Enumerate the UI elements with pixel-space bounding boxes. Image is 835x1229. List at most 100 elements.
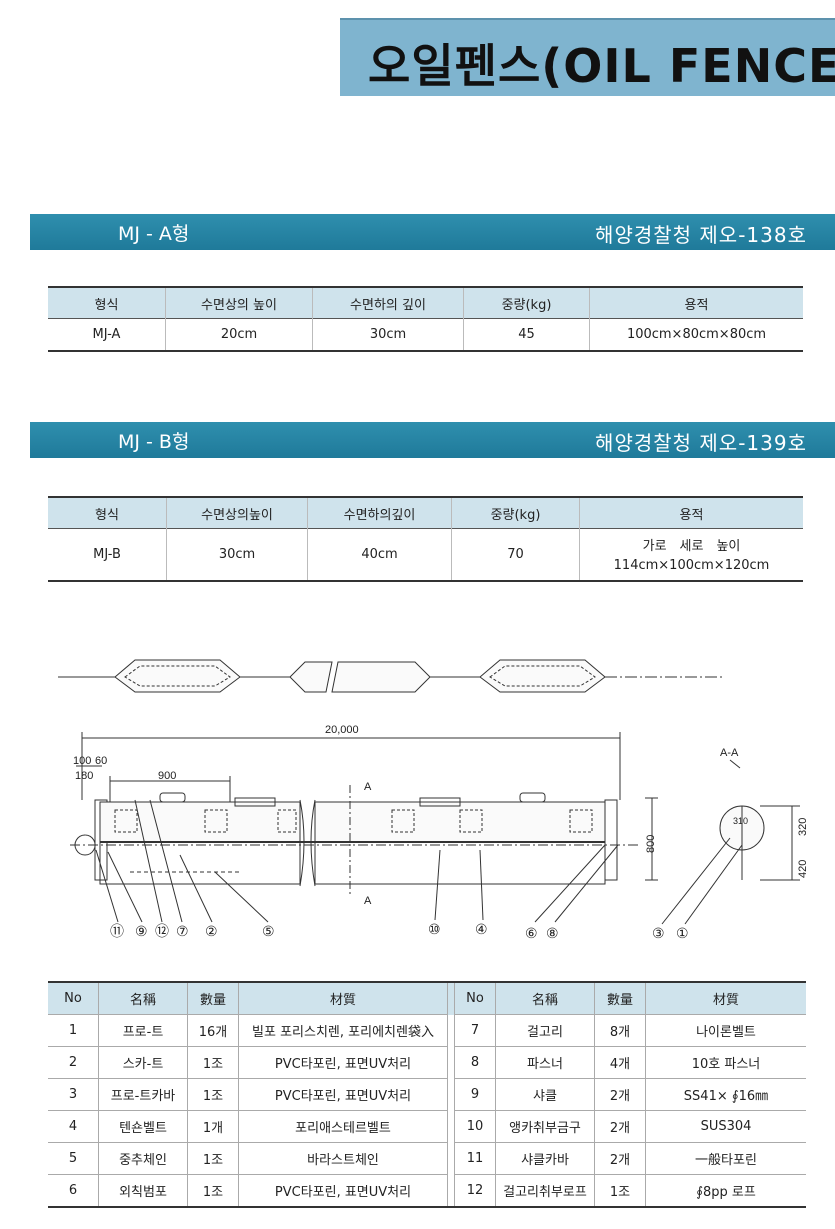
- cell: 걸고리취부로프: [495, 1174, 595, 1208]
- title-banner: 오일펜스(OIL FENCE): [340, 18, 835, 96]
- dim-100-label: 100: [73, 755, 91, 767]
- column-gap: [447, 981, 455, 1015]
- volume-line-2: 114cm×100cm×120cm: [613, 558, 770, 574]
- cell: ∮8pp 로프: [645, 1174, 806, 1208]
- parts-table: No 名稱 數量 材質 No 名稱 數量 材質 1 프로-트 16개 빌포 포리…: [48, 981, 806, 1208]
- cell: 바라스트체인: [238, 1142, 448, 1175]
- cell: 1조: [594, 1174, 646, 1208]
- header-cell: 名稱: [98, 981, 188, 1015]
- callout-3: ③: [652, 925, 665, 940]
- callout-11: ⑪: [110, 923, 124, 939]
- header-cell: 수면상의높이: [166, 497, 308, 529]
- cell: PVC타포린, 표면UV처리: [238, 1174, 448, 1208]
- cell: 2개: [594, 1078, 646, 1111]
- dim-60-label: 60: [95, 755, 107, 767]
- cell: 20cm: [165, 318, 313, 351]
- type-b-label: MJ - B형: [118, 431, 190, 453]
- header-cell: No: [454, 981, 496, 1015]
- dim-total-label: 20,000: [325, 724, 359, 736]
- cell: PVC타포린, 표면UV처리: [238, 1046, 448, 1079]
- column-gap: [447, 1110, 455, 1143]
- cell: 16개: [187, 1014, 239, 1047]
- cell: 7: [454, 1014, 496, 1047]
- header-cell: 수면상의 높이: [165, 287, 313, 319]
- section-mark-top: A: [364, 781, 372, 793]
- cell: 나이론벨트: [645, 1014, 806, 1047]
- callout-leaders: [95, 799, 743, 925]
- column-gap: [447, 1174, 455, 1208]
- cell: 4: [48, 1110, 99, 1143]
- dim-900-label: 900: [158, 770, 176, 782]
- cell: 1개: [187, 1110, 239, 1143]
- cell: 10호 파스너: [645, 1046, 806, 1079]
- cell: 빌포 포리스치렌, 포리에치렌袋入: [238, 1014, 448, 1047]
- dim-180-label: 180: [75, 770, 93, 782]
- section-mark-bottom: A: [364, 895, 372, 907]
- section-view: [719, 759, 800, 881]
- header-cell: 중량(kg): [451, 497, 580, 529]
- callout-6: ⑥: [525, 925, 538, 940]
- header-cell: 형식: [48, 497, 167, 529]
- column-gap: [447, 1014, 455, 1047]
- table-row: 3 프로-트카바 1조 PVC타포린, 표면UV처리 9 샤클 2개 SS41×…: [48, 1078, 806, 1111]
- cell: 앵카취부금구: [495, 1110, 595, 1143]
- header-cell: 용적: [579, 497, 803, 529]
- cell: 프로-트카바: [98, 1078, 188, 1111]
- dim-320-label: 320: [797, 818, 809, 836]
- cell: 45: [463, 318, 590, 351]
- callout-10: ⑩: [428, 921, 441, 937]
- cell: 40cm: [307, 528, 452, 581]
- header-cell: No: [48, 981, 99, 1015]
- cell: 파스너: [495, 1046, 595, 1079]
- cell: 1조: [187, 1174, 239, 1208]
- cell: 걸고리: [495, 1014, 595, 1047]
- cell: 4개: [594, 1046, 646, 1079]
- cell: 스카-트: [98, 1046, 188, 1079]
- cell: 1조: [187, 1046, 239, 1079]
- header-cell: 형식: [48, 287, 166, 319]
- cell: 100cm×80cm×80cm: [589, 318, 803, 351]
- dimensions: [76, 732, 658, 881]
- callout-2: ②: [205, 923, 218, 939]
- table-row: 4 텐숀벨트 1개 포리애스테르벨트 10 앵카취부금구 2개 SUS304: [48, 1110, 806, 1143]
- type-a-band: MJ - A형 해양경찰청 제오-138호: [30, 214, 835, 250]
- header-cell: 용적: [589, 287, 803, 319]
- cell: 2개: [594, 1110, 646, 1143]
- table-row: 2 스카-트 1조 PVC타포린, 표면UV처리 8 파스너 4개 10호 파스…: [48, 1046, 806, 1079]
- cell: 샤클: [495, 1078, 595, 1111]
- column-gap: [447, 1046, 455, 1079]
- type-a-spec-table: 형식 수면상의 높이 수면하의 깊이 중량(kg) 용적 MJ-A 20cm 3…: [48, 286, 803, 352]
- cell: 샤클카바: [495, 1142, 595, 1175]
- cell: 2: [48, 1046, 99, 1079]
- callout-12: ⑫: [155, 923, 169, 939]
- cell: 외칙범포: [98, 1174, 188, 1208]
- cell: SUS304: [645, 1110, 806, 1143]
- cell: 3: [48, 1078, 99, 1111]
- dim-800-label: 800: [645, 835, 657, 853]
- callout-numbers: ⑪ ⑨ ⑫ ⑦ ② ⑤ ⑩ ④ ⑥ ⑧ ③ ①: [110, 921, 689, 940]
- column-gap: [447, 1078, 455, 1111]
- cell: 8개: [594, 1014, 646, 1047]
- cell: 70: [451, 528, 580, 581]
- cell: 6: [48, 1174, 99, 1208]
- dim-420-label: 420: [797, 860, 809, 878]
- page-title: 오일펜스(OIL FENCE): [368, 39, 835, 93]
- callout-8: ⑧: [546, 925, 559, 940]
- cell: 1조: [187, 1142, 239, 1175]
- cell: 포리애스테르벨트: [238, 1110, 448, 1143]
- cell: 9: [454, 1078, 496, 1111]
- cell: PVC타포린, 표면UV처리: [238, 1078, 448, 1111]
- oil-fence-drawing: 20,000 100 60 180 900 800 A: [58, 659, 809, 940]
- type-b-band: MJ - B형 해양경찰청 제오-139호: [30, 422, 835, 458]
- header-cell: 數量: [594, 981, 646, 1015]
- cell: MJ-B: [93, 546, 121, 562]
- type-b-approval: 해양경찰청 제오-139호: [595, 431, 807, 455]
- cell: 12: [454, 1174, 496, 1208]
- header-cell: 중량(kg): [463, 287, 590, 319]
- cell: MJ-A: [92, 326, 121, 342]
- cell: 30cm: [166, 528, 308, 581]
- header-cell: 材質: [645, 981, 806, 1015]
- cell: SS41× ∮16㎜: [645, 1078, 806, 1111]
- cell: 중추체인: [98, 1142, 188, 1175]
- dim-310-label: 310: [733, 816, 748, 826]
